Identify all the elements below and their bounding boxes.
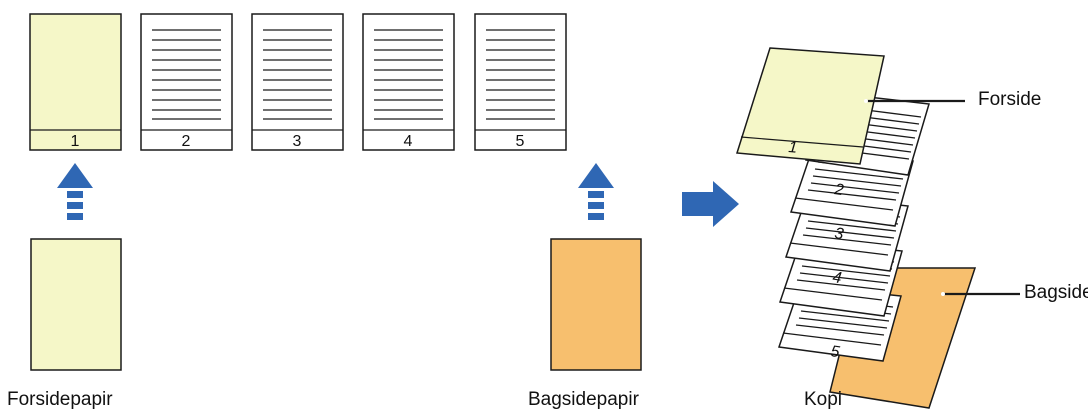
original-page-4: 4 xyxy=(362,13,455,151)
output-page-number-5: 5 xyxy=(829,343,840,361)
original-page-2: 2 xyxy=(140,13,233,151)
copy-label: Kopi xyxy=(804,389,843,410)
insert-back-arrow-icon xyxy=(578,163,614,220)
result-arrow-icon xyxy=(682,181,739,227)
front-leader-dot xyxy=(864,99,868,103)
insert-front-arrow-icon xyxy=(57,163,93,220)
output-page-number-4: 4 xyxy=(831,269,842,287)
original-page-3: 3 xyxy=(251,13,344,151)
front-paper-label: Forsidepapir xyxy=(7,389,113,410)
back-leader-dot xyxy=(941,292,945,296)
original-page-1: 1 xyxy=(29,13,122,151)
back-paper-label: Bagsidepapir xyxy=(528,389,639,410)
output-front-cover: 1 xyxy=(736,47,885,165)
back-callout-label: Bagside xyxy=(1024,282,1088,303)
page-number-5: 5 xyxy=(516,133,525,150)
page-number-4: 4 xyxy=(404,133,413,150)
front-cover-paper xyxy=(30,238,122,371)
page-number-1: 1 xyxy=(71,133,80,150)
output-page-number-3: 3 xyxy=(833,225,844,243)
back-cover-paper xyxy=(550,238,642,371)
output-page-number-2: 2 xyxy=(832,181,844,199)
front-callout-label: Forside xyxy=(978,89,1042,110)
page-number-3: 3 xyxy=(293,133,302,150)
page-number-2: 2 xyxy=(182,133,191,150)
output-page-number-1: 1 xyxy=(788,139,798,157)
original-page-5: 5 xyxy=(474,13,567,151)
